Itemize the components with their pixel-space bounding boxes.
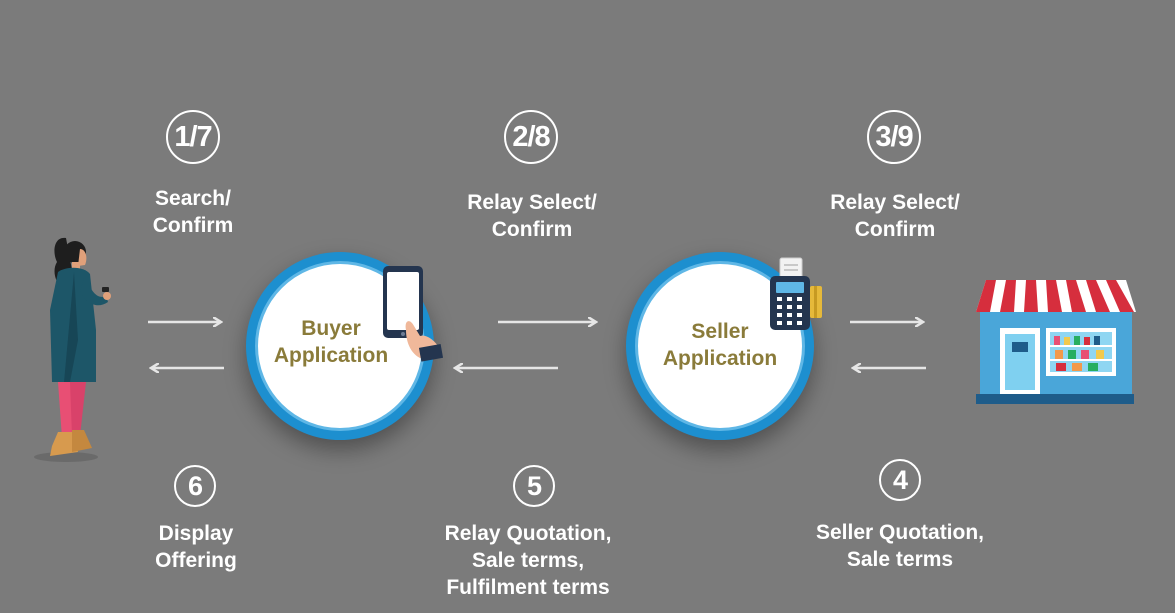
step-2-8-label: Relay Select/ Confirm (467, 189, 597, 243)
buyer-application-inner: Buyer Application (255, 261, 425, 431)
step-4-number: 4 (879, 459, 921, 501)
step-6-label-line2: Offering (155, 549, 237, 572)
step-5-number: 5 (513, 465, 555, 507)
step-1-7-label-line1: Search/ (155, 187, 231, 210)
step-5-label-line2: Sale terms, (471, 549, 585, 572)
buyer-application-title-line2: Application (273, 344, 389, 367)
step-6-label-line1: Display (158, 522, 234, 545)
seller-application-title: Seller Application (663, 318, 777, 372)
step-2-8-number: 2/8 (504, 110, 558, 164)
step-6-label: Display Offering (155, 520, 237, 574)
step-2-8-label-line2: Confirm (491, 218, 573, 241)
step-3-9-number: 3/9 (867, 110, 921, 164)
step-3-9-label: Relay Select/ Confirm (830, 189, 960, 243)
step-4-label: Seller Quotation, Sale terms (816, 519, 984, 573)
step-5-label: Relay Quotation, Sale terms, Fulfilment … (445, 520, 612, 601)
step-4-label-line2: Sale terms (846, 548, 954, 571)
step-1-7-number: 1/7 (166, 110, 220, 164)
step-3-9-label-line1: Relay Select/ (830, 191, 960, 214)
buyer-application-title: Buyer Application (274, 315, 388, 369)
seller-application-title-line2: Application (662, 347, 778, 370)
step-6-number: 6 (174, 465, 216, 507)
step-1-7-label-line2: Confirm (152, 214, 234, 237)
step-4-label-line1: Seller Quotation, (815, 521, 985, 544)
step-1-7-label: Search/ Confirm (153, 185, 234, 239)
step-2-8-label-line1: Relay Select/ (467, 191, 597, 214)
seller-application-title-line1: Seller (691, 320, 749, 343)
step-5-label-line3: Fulfilment terms (446, 576, 610, 599)
step-3-9-label-line2: Confirm (854, 218, 936, 241)
buyer-application-title-line1: Buyer (301, 317, 361, 340)
step-5-label-line1: Relay Quotation, (444, 522, 612, 545)
